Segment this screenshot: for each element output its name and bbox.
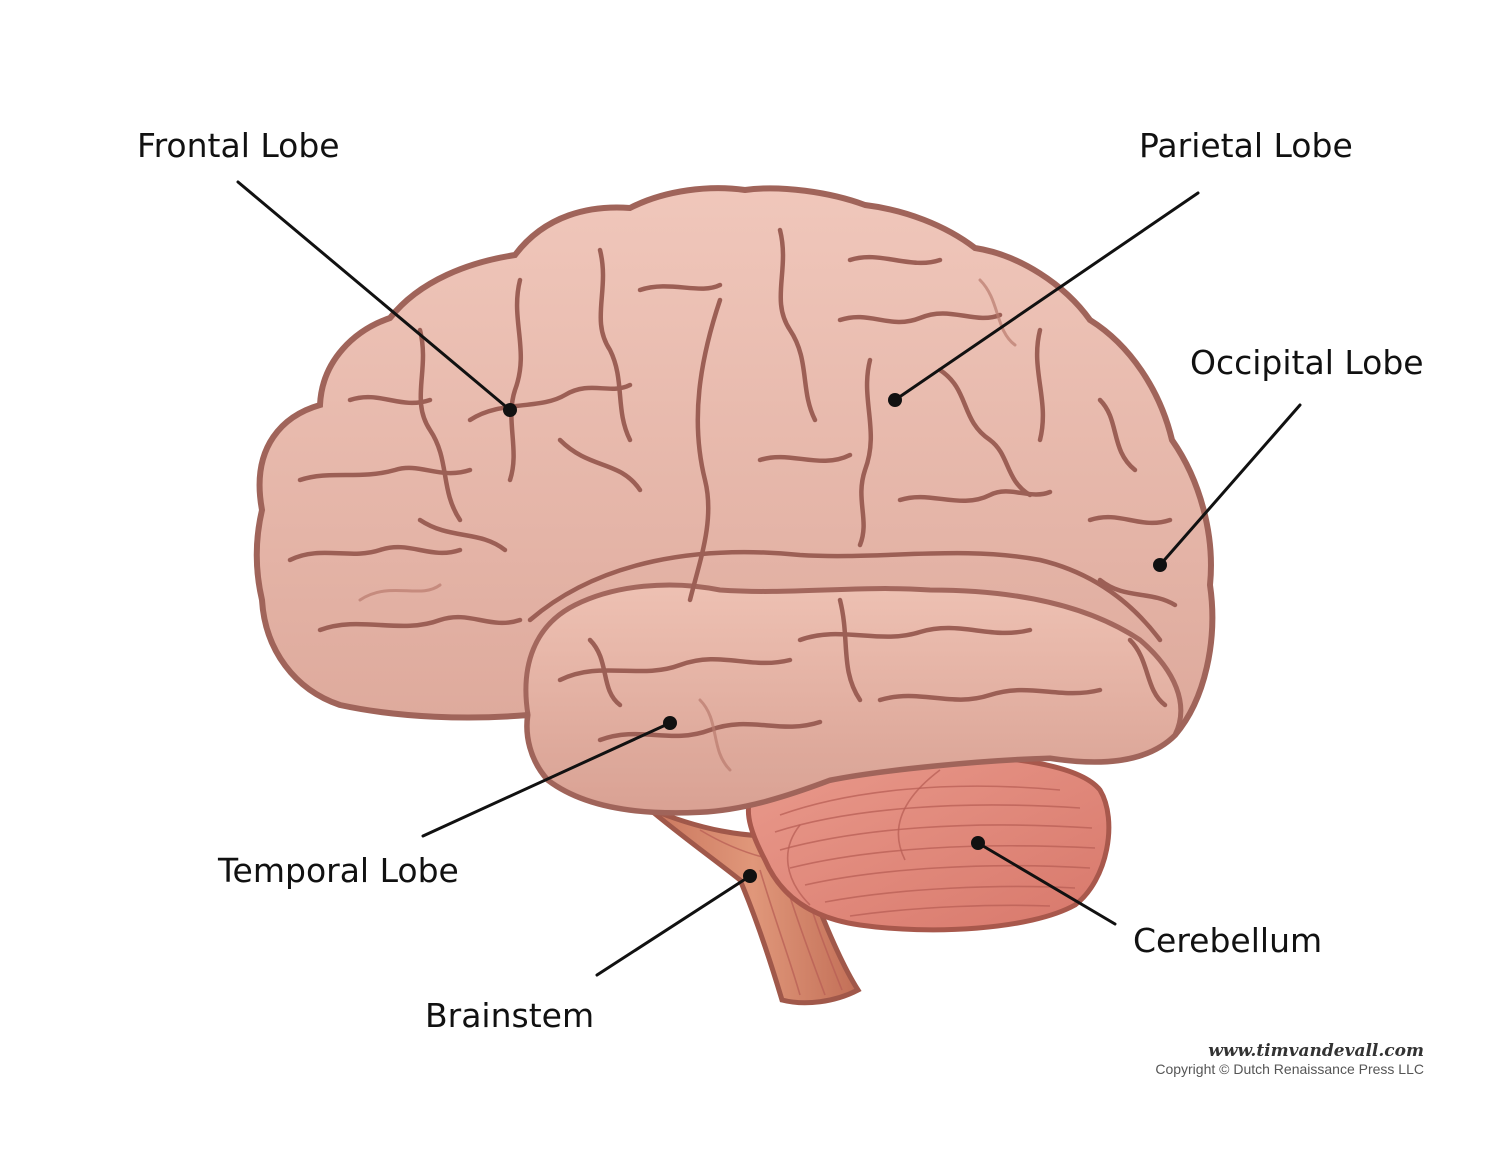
leader-occipital [1153, 403, 1302, 572]
cerebellum-shape [745, 752, 1112, 933]
credit-copyright: Copyright © Dutch Renaissance Press LLC [1155, 1061, 1424, 1077]
label-occipital-lobe: Occipital Lobe [1190, 343, 1424, 382]
leader-brainstem [595, 869, 757, 977]
leader-parietal [888, 191, 1200, 407]
credit-url: www.timvandevall.com [1208, 1041, 1424, 1061]
cerebrum-shape [253, 185, 1216, 816]
label-frontal-lobe: Frontal Lobe [137, 126, 340, 165]
leader-temporal [421, 716, 677, 838]
label-parietal-lobe: Parietal Lobe [1139, 126, 1353, 165]
label-cerebellum: Cerebellum [1133, 921, 1322, 960]
leader-cerebellum [971, 836, 1117, 926]
cerebellum-folia [769, 767, 1096, 917]
label-temporal-lobe: Temporal Lobe [217, 851, 459, 890]
label-brainstem: Brainstem [425, 996, 594, 1035]
leader-frontal [236, 180, 517, 417]
